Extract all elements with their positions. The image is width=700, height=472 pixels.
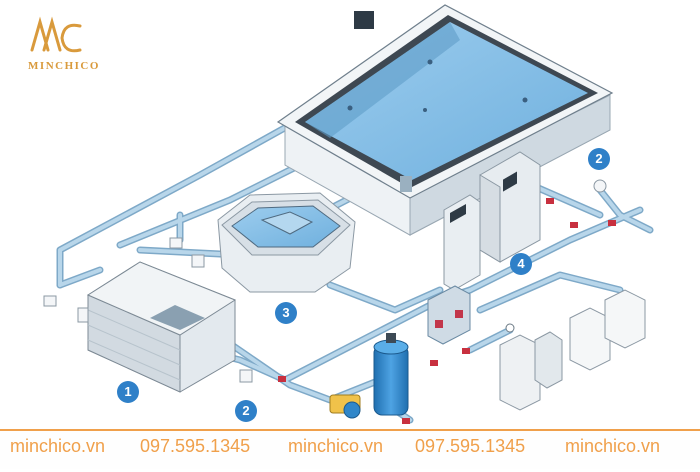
footer-site-1[interactable]: minchico.vn bbox=[10, 436, 106, 456]
filter-pump bbox=[329, 333, 409, 419]
heat-exchanger bbox=[427, 285, 471, 345]
footer-phone-2[interactable]: 097.595.1345 bbox=[415, 436, 526, 456]
callout-4-badge: 4 bbox=[510, 253, 532, 275]
callout-2-badge: 2 bbox=[588, 148, 610, 170]
callout-3-badge: 3 bbox=[275, 302, 297, 324]
callout-1-badge: 1 bbox=[117, 381, 139, 403]
contact-footer: minchico.vn 097.595.1345 minchico.vn 097… bbox=[0, 429, 700, 469]
motor-pump bbox=[329, 394, 361, 419]
control-cabinets bbox=[443, 151, 541, 291]
fittings bbox=[43, 179, 607, 383]
footer-site-3[interactable]: minchico.vn bbox=[565, 436, 661, 456]
wall-panel-icon bbox=[354, 11, 374, 29]
main-pool bbox=[276, 4, 614, 236]
footer-site-2[interactable]: minchico.vn bbox=[288, 436, 384, 456]
balance-tank bbox=[86, 261, 237, 393]
callout-2-badge-lower: 2 bbox=[235, 400, 257, 422]
brand-logo-icon bbox=[30, 16, 82, 53]
valves bbox=[278, 198, 616, 424]
brand-name: MINCHICO bbox=[28, 60, 100, 72]
footer-phone-1[interactable]: 097.595.1345 bbox=[140, 436, 251, 456]
spa-tub bbox=[217, 192, 356, 293]
dosing-units bbox=[499, 289, 646, 411]
